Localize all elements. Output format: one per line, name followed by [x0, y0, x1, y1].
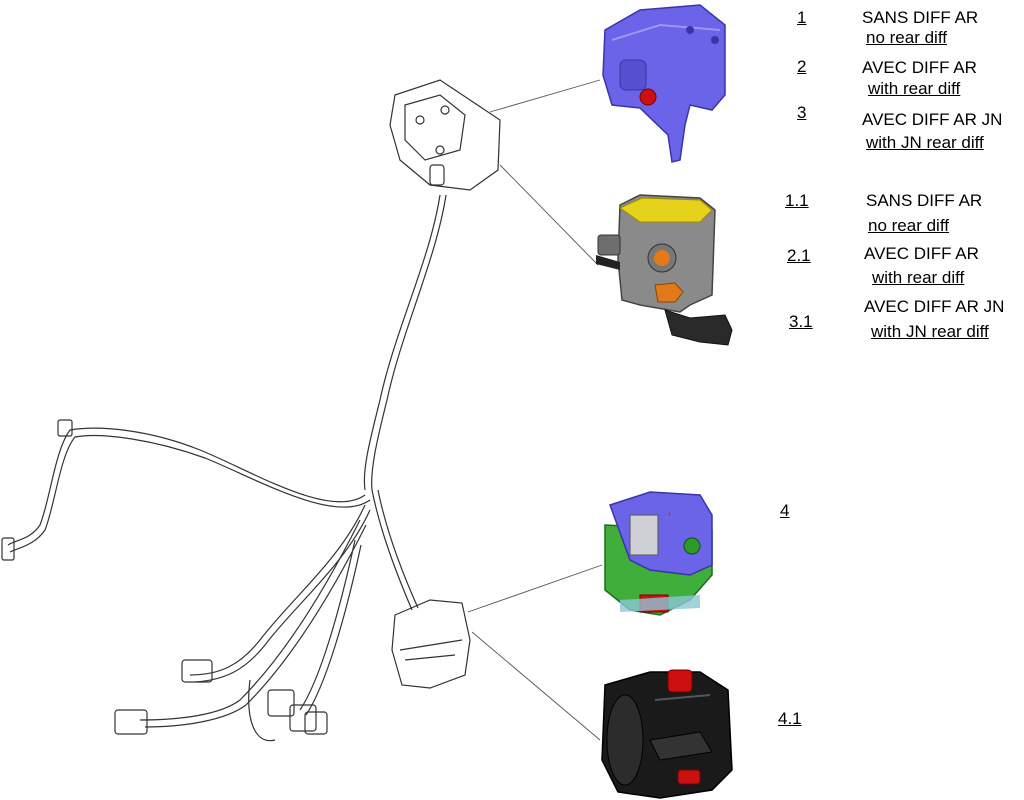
svg-text:~: ~	[664, 510, 675, 517]
blue-green-handlebar-switch: ~	[604, 491, 713, 616]
part-desc-en-1: no rear diff	[866, 28, 947, 47]
part-number-1-1: 1.1	[785, 191, 809, 210]
wiring-harness	[1, 79, 501, 742]
part-number-4: 4	[780, 501, 790, 520]
part-number-1: 1	[797, 8, 807, 27]
part-desc-en-3: with JN rear diff	[866, 133, 984, 152]
part-desc-fr-2: AVEC DIFF AR	[862, 58, 977, 77]
part-number-2: 2	[797, 57, 807, 76]
grey-throttle-switch	[596, 194, 733, 346]
part-desc-fr-1: SANS DIFF AR	[862, 8, 979, 27]
part-desc-en-1-1: no rear diff	[868, 216, 949, 235]
leader-lines	[467, 79, 603, 741]
black-red-handlebar-switch	[601, 669, 733, 799]
part-number-3: 3	[797, 103, 807, 122]
blue-throttle-switch	[602, 4, 726, 163]
part-desc-en-2: with rear diff	[868, 79, 961, 98]
part-desc-fr-2-1: AVEC DIFF AR	[864, 244, 979, 263]
part-desc-en-2-1: with rear diff	[872, 268, 965, 287]
part-desc-fr-3-1: AVEC DIFF AR JN	[864, 297, 1005, 316]
part-desc-fr-1-1: SANS DIFF AR	[866, 191, 983, 210]
part-desc-en-3-1: with JN rear diff	[871, 322, 989, 341]
part-number-2-1: 2.1	[787, 246, 811, 265]
part-number-4-1: 4.1	[778, 709, 802, 728]
part-number-3-1: 3.1	[789, 312, 813, 331]
part-desc-fr-3: AVEC DIFF AR JN	[862, 110, 1003, 129]
